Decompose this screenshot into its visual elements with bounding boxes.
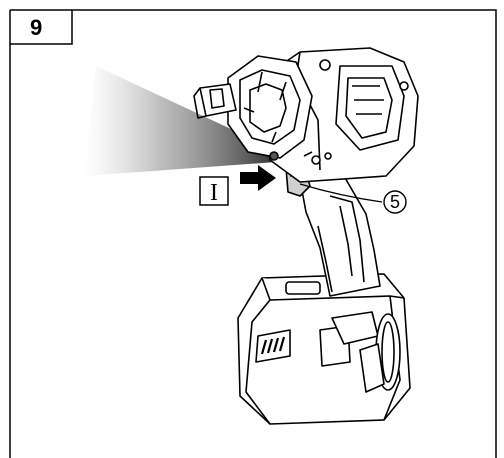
step-label-box <box>199 176 229 206</box>
anvil-square-drive <box>199 83 237 117</box>
step-label: I <box>210 180 218 206</box>
impact-wrench-illustration <box>193 47 419 425</box>
callout-leader-line <box>299 183 383 203</box>
battery-charge-indicator <box>260 336 286 355</box>
work-light-beam <box>84 66 276 176</box>
arrow-right-icon <box>240 165 276 191</box>
figure-number: 9 <box>30 15 42 40</box>
work-light-led <box>269 151 279 161</box>
figure-frame <box>9 9 497 458</box>
tool-handle <box>299 175 381 297</box>
battery-pack <box>237 273 411 425</box>
callout-circle <box>383 190 407 214</box>
callout-number: 5 <box>390 192 400 212</box>
